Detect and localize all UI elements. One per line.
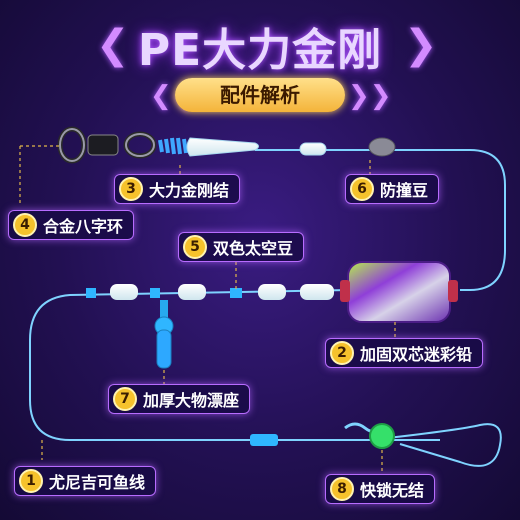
chevron-right-icon: ❯ [404, 22, 438, 68]
number-badge: 7 [113, 387, 137, 411]
bottom-sleeve [250, 434, 278, 446]
component-name: 加固双芯迷彩铅 [360, 345, 473, 364]
quick-lock [344, 422, 395, 449]
component-label-8: 8 快锁无结 [325, 474, 436, 504]
chevron-left-icon: ❮ [96, 22, 130, 68]
component-name: 快锁无结 [360, 481, 425, 500]
page-title: PE大力金刚 [137, 25, 383, 76]
leader-lines [19, 145, 396, 474]
number-badge: 5 [183, 235, 207, 259]
number-badge: 6 [350, 177, 374, 201]
number-badge: 1 [19, 469, 43, 493]
component-name: 防撞豆 [380, 181, 429, 200]
stopper-bead [299, 142, 327, 156]
anti-tangle-sleeve [186, 137, 259, 157]
component-name: 加厚大物漂座 [143, 391, 240, 410]
fishing-line [29, 149, 506, 467]
component-label-3: 3 大力金刚结 [114, 174, 241, 204]
swivel [57, 126, 157, 164]
component-label-4: 4 合金八字环 [8, 210, 135, 240]
number-badge: 2 [330, 341, 354, 365]
subtitle-badge: 配件解析 [175, 78, 345, 112]
number-badge: 3 [119, 177, 143, 201]
camo-sinker [340, 261, 458, 323]
component-name: 大力金刚结 [149, 181, 230, 200]
number-badge: 4 [13, 213, 37, 237]
component-label-5: 5 双色太空豆 [178, 232, 305, 262]
component-name: 双色太空豆 [213, 239, 294, 258]
component-label-7: 7 加厚大物漂座 [108, 384, 251, 414]
space-beads [86, 284, 334, 300]
component-label-1: 1 尤尼吉可鱼线 [14, 466, 157, 496]
float-seat [154, 300, 174, 369]
chevron-right-icon: ❯❯ [348, 81, 392, 111]
component-name: 合金八字环 [43, 217, 124, 236]
buffer-bead [368, 137, 396, 157]
component-label-6: 6 防撞豆 [345, 174, 440, 204]
knot [158, 137, 188, 155]
component-label-2: 2 加固双芯迷彩铅 [325, 338, 484, 368]
component-name: 尤尼吉可鱼线 [49, 473, 146, 492]
number-badge: 8 [330, 477, 354, 501]
